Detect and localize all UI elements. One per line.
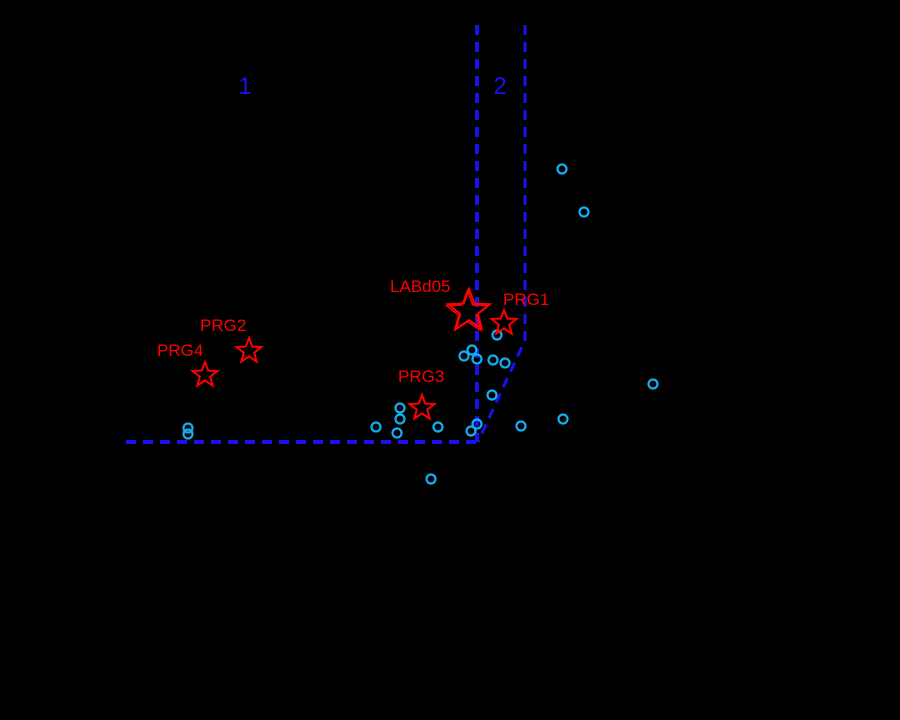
sample-circle-marker: [499, 357, 511, 369]
sample-circle-marker: [466, 344, 478, 356]
star-icon: [445, 286, 493, 332]
sample-circle-marker: [647, 378, 659, 390]
star-icon: [488, 307, 520, 336]
sample-circle-marker: [471, 418, 483, 430]
region-label-1: 1: [238, 73, 251, 100]
site-label: PRG3: [398, 367, 444, 386]
region-boundaries: [126, 25, 527, 444]
sample-circle-marker: [556, 163, 568, 175]
sample-circle-marker: [557, 413, 569, 425]
site-label: PRG4: [157, 341, 203, 360]
sample-circle-marker: [471, 353, 483, 365]
site-prg1: PRG1: [488, 290, 549, 336]
sample-circle-marker: [391, 427, 403, 439]
outer-boundary: [476, 25, 527, 443]
sample-circle-marker: [370, 421, 382, 433]
site-label: PRG2: [200, 316, 246, 335]
sample-circle-marker: [487, 354, 499, 366]
region-labels: 1 2: [238, 73, 506, 100]
site-label: PRG1: [503, 290, 549, 309]
sample-circle-marker: [458, 350, 470, 362]
region-label-2: 2: [493, 73, 506, 100]
sample-circle-marker: [394, 402, 406, 414]
sample-circle-marker: [465, 425, 477, 437]
sample-circle-marker: [432, 421, 444, 433]
sample-circle-marker: [182, 428, 194, 440]
star-icon: [444, 288, 491, 333]
site-prg2: PRG2: [200, 316, 265, 364]
site-prg3: PRG3: [398, 367, 444, 421]
sample-circle-marker: [578, 206, 590, 218]
star-icon: [189, 359, 221, 388]
sample-circle-marker: [515, 420, 527, 432]
site-label: LABd05: [390, 277, 451, 296]
site-labd05: LABd05: [390, 277, 493, 333]
sample-circle-marker: [394, 413, 406, 425]
star-icon: [233, 335, 265, 364]
sample-circle-marker: [425, 473, 437, 485]
star-icon: [406, 392, 438, 421]
sample-circle-marker: [182, 422, 194, 434]
site-prg4: PRG4: [157, 341, 221, 388]
sample-circle-marker: [486, 389, 498, 401]
